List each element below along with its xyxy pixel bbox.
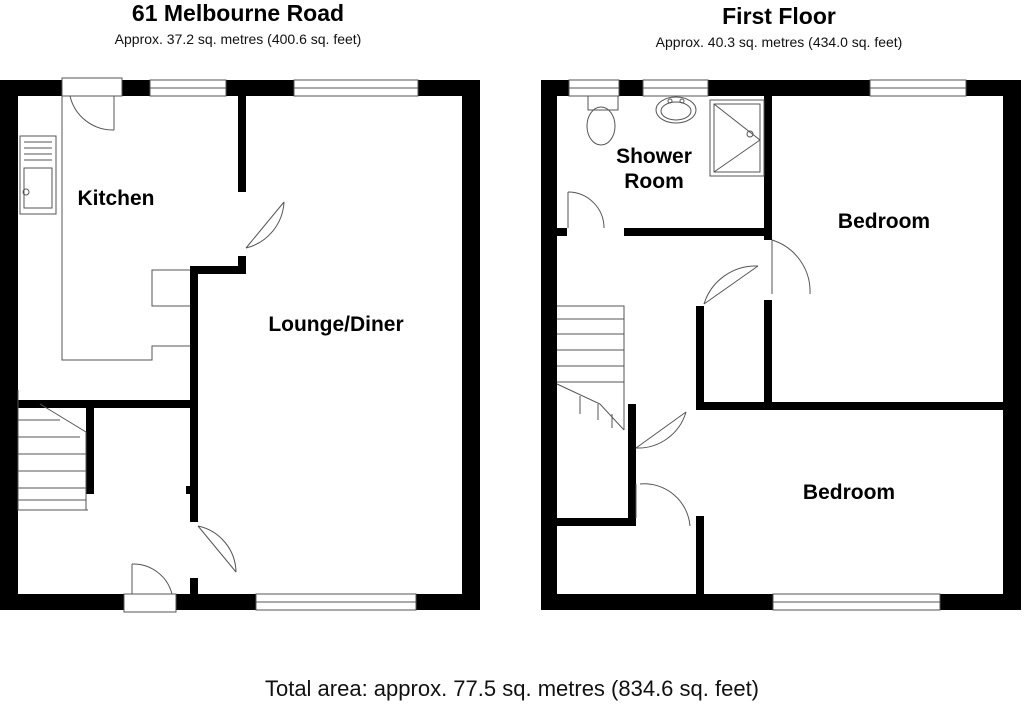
- room-label-shower-line-2: Room: [624, 170, 684, 193]
- room-label-shower-line-1: Shower: [616, 145, 692, 168]
- ground-floor-area: Approx. 37.2 sq. metres (400.6 sq. feet): [114, 31, 362, 47]
- ground-floor-walls: [0, 80, 480, 610]
- room-label-lounge-diner: Lounge/Diner: [268, 313, 403, 336]
- room-label-bedroom-2: Bedroom: [803, 481, 895, 504]
- first-floor-walls: [541, 80, 1021, 610]
- room-label-kitchen: Kitchen: [77, 187, 154, 210]
- first-floor-title: First Floor: [722, 3, 836, 29]
- ground-floor-title: 61 Melbourne Road: [131, 0, 345, 26]
- total-area: Total area: approx. 77.5 sq. metres (834…: [264, 676, 760, 701]
- ground-floor-fixtures: [17, 77, 419, 613]
- room-label-bedroom-1: Bedroom: [838, 210, 930, 233]
- first-floor-area: Approx. 40.3 sq. metres (434.0 sq. feet): [655, 34, 903, 50]
- first-floor-fixtures: [556, 79, 967, 611]
